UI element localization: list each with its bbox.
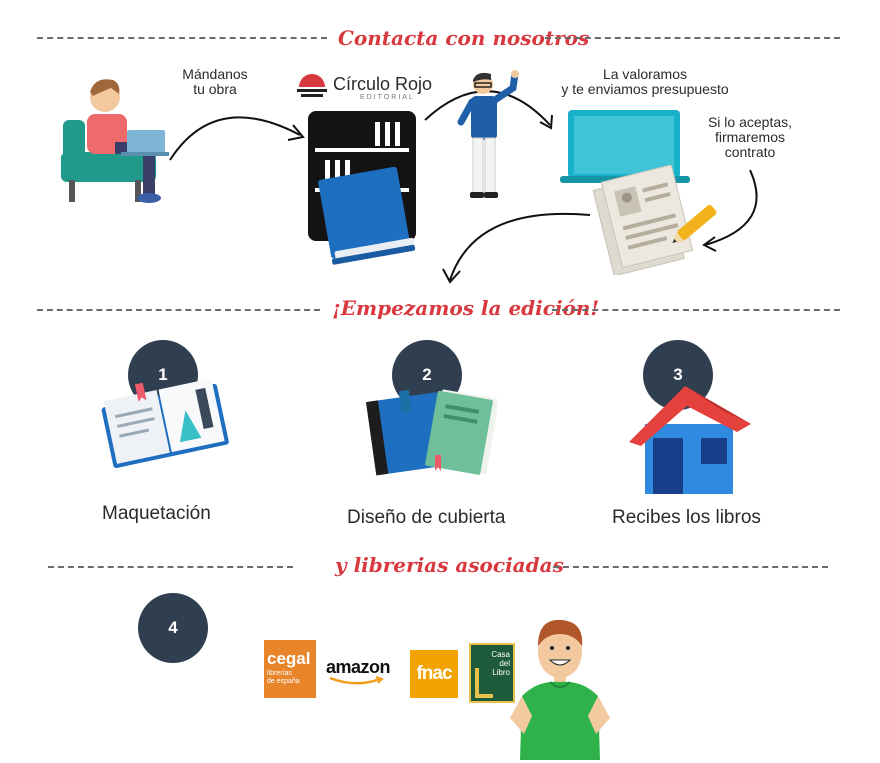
circulo-rojo-logo-icon xyxy=(297,74,327,97)
editor-man-illustration xyxy=(457,70,519,198)
divider-line xyxy=(37,37,327,39)
house-icon xyxy=(629,386,751,494)
arrow-to-contract xyxy=(702,169,758,252)
contract-papers-illustration xyxy=(592,165,717,275)
cegal-logo-main: cegal xyxy=(267,649,311,668)
brand-name: Círculo Rojo xyxy=(333,74,433,94)
brand-sub: EDITORIAL xyxy=(360,94,415,101)
casa-del-libro-l-icon xyxy=(475,668,493,698)
divider-line xyxy=(545,37,840,39)
evaluation-caption: La valoramos y te enviamos presupuesto xyxy=(561,66,729,97)
bookshelf-illustration xyxy=(308,111,416,265)
amazon-smile-icon xyxy=(329,676,384,685)
divider-line xyxy=(48,566,293,568)
fnac-logo-text: fnac xyxy=(416,663,452,684)
amazon-logo-text: amazon xyxy=(326,657,391,677)
section-title-bookstores: y librerias asociadas xyxy=(335,553,564,577)
divider-line xyxy=(37,309,320,311)
book-cover-icon xyxy=(366,389,497,476)
person-laptop-illustration xyxy=(61,79,169,203)
casa-del-libro-logo: Casa del Libro xyxy=(469,643,515,703)
casa-del-libro-text: Casa del Libro xyxy=(491,650,510,677)
step-1-label: Maquetación xyxy=(102,503,211,524)
amazon-logo: amazon xyxy=(326,657,398,687)
divider-line xyxy=(553,566,828,568)
step-3-label: Recibes los libros xyxy=(612,507,761,528)
arrow-to-publisher xyxy=(169,116,305,161)
section-title-edition: ¡Empezamos la edición! xyxy=(332,296,600,320)
divider-line xyxy=(552,309,840,311)
accept-caption: Si lo aceptas, firmaremos contrato xyxy=(707,114,793,160)
cegal-logo: cegal librerías de españa xyxy=(264,640,316,698)
open-book-icon xyxy=(101,378,229,469)
cegal-logo-sub: librerías de españa xyxy=(267,670,300,685)
send-work-caption: Mándanos tu obra xyxy=(182,66,248,97)
happy-reader-illustration xyxy=(510,619,610,760)
arrow-to-edition xyxy=(442,212,591,284)
fnac-logo: fnac xyxy=(410,650,458,698)
step-4-badge: 4 xyxy=(138,593,208,663)
step-2-label: Diseño de cubierta xyxy=(347,507,506,528)
